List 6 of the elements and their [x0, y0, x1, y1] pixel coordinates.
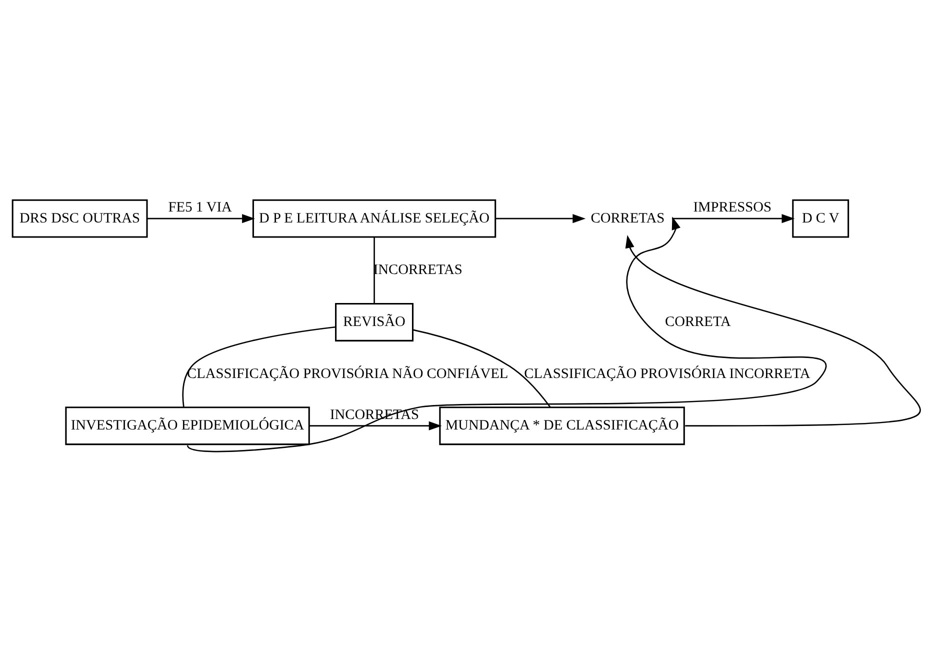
edge-label: IMPRESSOS — [693, 199, 772, 216]
edge-label: CLASSIFICAÇÃO PROVISÓRIA NÃO CONFIÁVEL — [187, 365, 508, 382]
node-text: CORRETAS — [590, 210, 665, 226]
edge-label: CLASSIFICAÇÃO PROVISÓRIA INCORRETA — [524, 365, 810, 382]
edge-label: CORRETA — [665, 314, 731, 330]
edge-label: FE5 1 VIA — [168, 199, 232, 216]
